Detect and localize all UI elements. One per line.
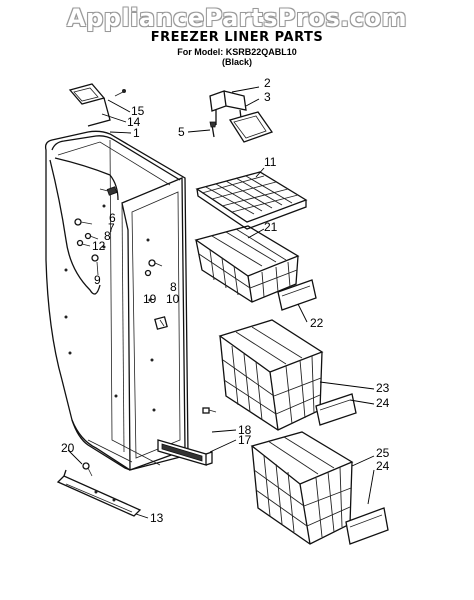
callout-24a: 24 [376, 396, 390, 410]
upper-basket [194, 225, 300, 303]
callout-leaders [67, 86, 375, 519]
callout-22: 22 [310, 316, 324, 330]
callout-6: 6 [109, 211, 116, 225]
model-line: For Model: KSRB22QABL10 [177, 47, 297, 57]
callout-5: 5 [178, 125, 185, 139]
site-watermark: AppliancePartsPros.com [67, 4, 407, 32]
callout-17: 17 [238, 433, 252, 447]
callout-19: 19 [143, 292, 157, 306]
callout-2: 2 [264, 76, 271, 90]
callout-14: 14 [127, 115, 141, 129]
diagram-title: FREEZER LINER PARTS [150, 30, 324, 45]
callout-24b: 24 [376, 459, 390, 473]
callout-25: 25 [376, 446, 390, 460]
freezer-liner-drawing [44, 130, 189, 471]
callout-23: 23 [376, 381, 390, 395]
callout-12: 12 [92, 239, 106, 253]
middle-basket [218, 319, 324, 431]
bottom-track [157, 407, 217, 466]
bottom-rail [56, 462, 142, 517]
callout-13: 13 [150, 511, 164, 525]
color-line: (Black) [221, 57, 252, 67]
callout-10: 10 [166, 292, 180, 306]
callout-15: 15 [131, 104, 145, 118]
callout-8a: 8 [104, 229, 111, 243]
light-bracket-assembly [209, 90, 274, 143]
upper-basket-panel [277, 279, 317, 311]
lower-basket [250, 431, 354, 545]
callout-18: 18 [238, 423, 252, 437]
liner-wall-hardware [74, 186, 118, 276]
callout-8b: 8 [170, 280, 177, 294]
liner-top-bracket [68, 83, 126, 127]
callout-7: 7 [108, 221, 115, 235]
callout-21: 21 [264, 220, 278, 234]
callout-9: 9 [94, 273, 101, 287]
callout-20: 20 [61, 441, 75, 455]
callout-11: 11 [264, 155, 277, 169]
lower-basket-panel [345, 507, 389, 545]
callout-labels: 2 3 5 15 14 1 6 7 8 12 9 11 21 8 10 19 2… [61, 76, 390, 525]
wire-shelf [195, 171, 308, 230]
callout-3: 3 [264, 90, 271, 104]
middle-basket-panel [315, 393, 357, 426]
panel-hardware [144, 259, 168, 330]
callout-1: 1 [133, 126, 140, 140]
